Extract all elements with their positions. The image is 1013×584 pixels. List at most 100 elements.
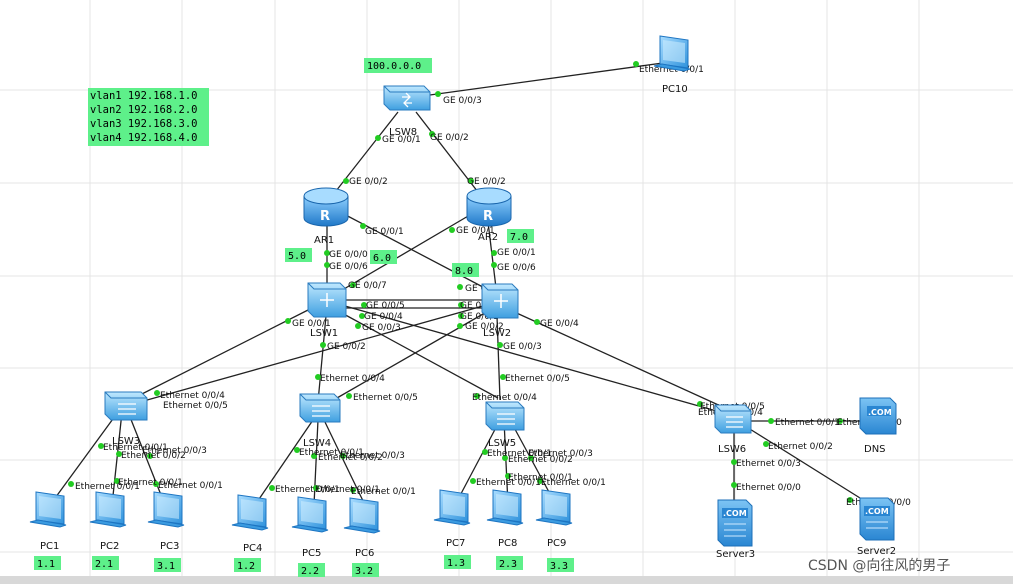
- bottom-scrollbar[interactable]: [0, 576, 1013, 584]
- port-label: Ethernet 0/0/1: [775, 418, 840, 428]
- pc-icon: [147, 491, 185, 528]
- port-label: Ethernet 0/0/5: [505, 374, 570, 384]
- device-pc10[interactable]: PC10: [653, 35, 691, 95]
- port-label: GE 0/0/1: [382, 135, 421, 145]
- port-labels: Ethernet 0/0/1 GE 0/0/3 GE 0/0/1 GE 0/0/…: [75, 65, 911, 508]
- pc-icon: [29, 491, 67, 528]
- device-pc6[interactable]: PC6: [343, 497, 381, 559]
- port-label: GE 0/0/7: [348, 281, 387, 291]
- vlan-note-line: vlan2 192.168.2.0: [90, 104, 197, 116]
- links: [49, 61, 870, 506]
- device-pc9[interactable]: PC9: [535, 489, 573, 549]
- tag-pc1: 1.1: [37, 559, 55, 570]
- port-label: Ethernet 0/0/1: [487, 449, 552, 459]
- device-lsw1[interactable]: LSW1: [307, 282, 347, 339]
- svg-text:.COM: .COM: [868, 408, 892, 417]
- svg-text:R: R: [320, 209, 330, 224]
- device-label-lsw8: LSW8: [389, 127, 417, 138]
- device-lsw8[interactable]: LSW8: [383, 85, 431, 138]
- device-label-pc10: PC10: [662, 84, 688, 95]
- router-icon: R: [466, 187, 512, 227]
- switch-icon: [299, 393, 341, 423]
- port-label: Ethernet 0/0/1: [275, 485, 340, 495]
- port-label: Ethernet 0/0/1: [118, 478, 183, 488]
- tag-6-0: 6.0: [373, 253, 391, 264]
- port-label: Ethernet 0/0/3: [528, 449, 593, 459]
- port-label: GE 0/0/2: [467, 177, 506, 187]
- device-pc8[interactable]: PC8: [486, 489, 524, 549]
- port-label: Ethernet 0/0/3: [142, 446, 207, 456]
- device-lsw2[interactable]: LSW2: [481, 283, 519, 339]
- tag-pc2: 2.1: [95, 559, 113, 570]
- core-switch-icon: [383, 85, 431, 111]
- port-label: Ethernet 0/0/5: [353, 393, 418, 403]
- port-label: GE 0/0/1: [497, 248, 536, 258]
- svg-text:.COM: .COM: [723, 509, 747, 518]
- port-label: GE 0/0/1: [292, 319, 331, 329]
- device-label-lsw6: LSW6: [718, 444, 746, 455]
- device-pc1[interactable]: PC1: [29, 491, 67, 552]
- vlan-note: vlan1 192.168.1.0 vlan2 192.168.2.0 vlan…: [88, 88, 209, 146]
- port-label: Ethernet 0/0/2: [768, 442, 833, 452]
- port-label: GE 0/0/1: [460, 312, 499, 322]
- port-label: GE 0/0/2: [327, 342, 366, 352]
- switch-icon: [485, 401, 525, 431]
- port-label: GE 0/0/5: [460, 301, 499, 311]
- device-pc2[interactable]: PC2: [89, 491, 127, 552]
- port-label: Ethernet 0/0/1: [299, 448, 364, 458]
- pc-icon: [653, 35, 691, 72]
- device-pc3[interactable]: PC3: [147, 491, 185, 552]
- device-lsw5[interactable]: LSW5: [485, 401, 525, 449]
- device-label-dns: DNS: [864, 444, 886, 455]
- tag-pc5: 2.2: [301, 566, 319, 577]
- tag-pc3: 3.1: [157, 561, 175, 572]
- port-dots: [68, 61, 853, 503]
- device-server3[interactable]: .COM Server3: [716, 499, 755, 560]
- device-label-pc2: PC2: [100, 541, 119, 552]
- port-label: Ethernet 0/0/4: [472, 393, 537, 403]
- pc-icon: [89, 491, 127, 528]
- port-label: Ethernet 0/0/2: [508, 455, 573, 465]
- tag-pc7: 1.3: [447, 558, 465, 569]
- port-label: Ethernet 0/0/1: [75, 482, 140, 492]
- port-label: Ethernet 0/0/2: [318, 453, 383, 463]
- vlan-note-line: vlan1 192.168.1.0: [90, 90, 197, 102]
- device-ar1[interactable]: R AR1: [303, 187, 349, 246]
- port-label: GE 0/0/1: [365, 227, 404, 237]
- device-pc4[interactable]: PC4: [231, 494, 269, 554]
- device-lsw4[interactable]: LSW4: [299, 393, 341, 449]
- port-label: GE 0/0/2: [430, 133, 469, 143]
- server-icon: .COM: [717, 499, 753, 547]
- device-pc5[interactable]: PC5: [291, 496, 329, 559]
- device-lsw6[interactable]: LSW6: [714, 404, 752, 455]
- port-label: Ethernet 0/0/2: [121, 451, 186, 461]
- vlan-note-bg: [88, 88, 209, 146]
- device-lsw3[interactable]: LSW3: [104, 391, 148, 447]
- port-label: GE 0/0/3: [503, 342, 542, 352]
- device-label-server2: Server2: [857, 546, 896, 557]
- pc-icon: [343, 497, 381, 534]
- port-label: Ethernet 0/0/5: [163, 401, 228, 411]
- switch-icon: [104, 391, 148, 421]
- device-ar2[interactable]: R AR2: [466, 187, 512, 243]
- pc-icon: [535, 489, 573, 526]
- port-label: Ethernet 0/0/1: [639, 65, 704, 75]
- device-label-lsw1: LSW1: [310, 328, 338, 339]
- router-icon: R: [303, 187, 349, 227]
- server-icon: .COM: [859, 497, 895, 541]
- device-pc7[interactable]: PC7: [433, 489, 471, 549]
- tag-pc8: 2.3: [499, 559, 517, 570]
- pc-icon: [433, 489, 471, 526]
- pc-icon: [486, 489, 524, 526]
- port-label: Ethernet 0/0/4: [320, 374, 385, 384]
- watermark: CSDN @向往风的男子: [808, 558, 950, 574]
- device-label-pc6: PC6: [355, 548, 374, 559]
- port-label: Ethernet 0/0/1: [541, 478, 606, 488]
- device-dns[interactable]: .COM DNS: [859, 397, 897, 455]
- port-label: GE 0/0/6: [329, 262, 368, 272]
- tag-pc4: 1.2: [237, 561, 255, 572]
- tag-7-0: 7.0: [510, 232, 528, 243]
- device-server2[interactable]: .COM Server2: [857, 497, 896, 557]
- device-label-ar2: AR2: [478, 232, 498, 243]
